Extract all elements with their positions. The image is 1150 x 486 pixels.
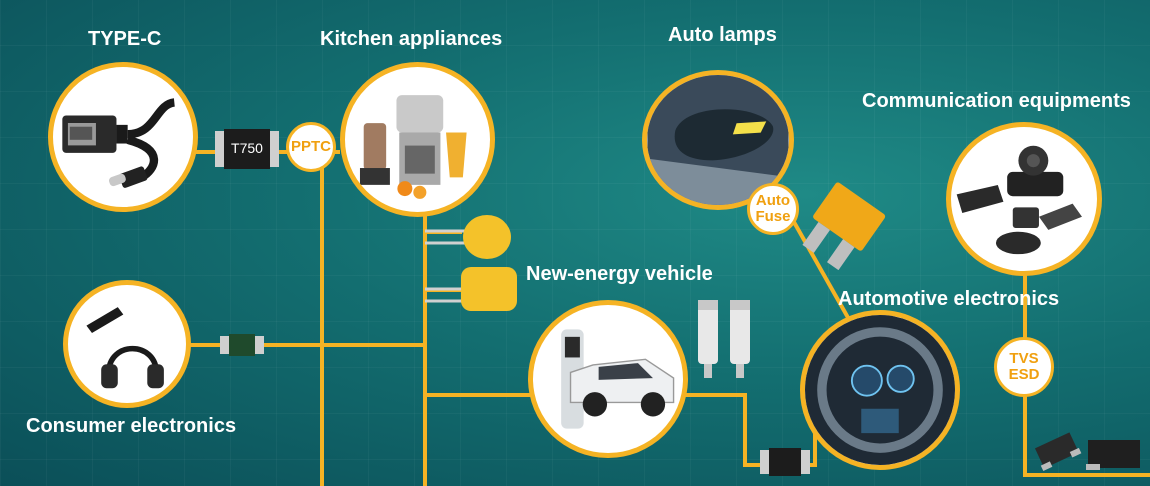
new-energy-vehicle-circle xyxy=(528,300,688,458)
label-consumer-electronics: Consumer electronics xyxy=(26,415,237,437)
varistor-icon xyxy=(425,213,515,263)
tvs-diode-icon xyxy=(1030,420,1145,480)
kitchen-appliances-circle xyxy=(340,62,495,217)
label-automotive-electronics: Automotive electronics xyxy=(838,288,1060,310)
juicer-appliance-icon xyxy=(359,95,467,199)
label-type-c: TYPE-C xyxy=(88,28,162,50)
label-new-energy-vehicle: New-energy vehicle xyxy=(526,263,713,285)
type-c-circle xyxy=(48,62,198,212)
communication-equipments-circle xyxy=(946,122,1102,276)
smd-fuse-icon xyxy=(220,334,264,356)
bluetooth-headset-icon xyxy=(86,307,164,389)
ev-charging-car-icon xyxy=(561,329,675,429)
automotive-electronics-circle xyxy=(800,310,960,470)
pptc-tag: PPTC xyxy=(286,122,336,172)
smd-fuse-marking: T750 xyxy=(231,140,263,156)
car-dashboard-icon xyxy=(805,315,955,465)
cartridge-fuse-icon xyxy=(690,292,760,384)
auto-fuse-label-line1: Auto xyxy=(755,192,791,210)
label-communication-equipments: Communication equipments xyxy=(862,90,1131,112)
tvs-label: TVS xyxy=(1009,350,1039,368)
tvs-esd-tag: TVS ESD xyxy=(994,337,1054,397)
smd-fuse-icon xyxy=(760,448,810,476)
consumer-electronics-circle xyxy=(63,280,191,408)
auto-blade-fuse-icon xyxy=(795,180,890,271)
smd-fuse-icon xyxy=(215,129,279,169)
auto-fuse-tag: Auto Fuse xyxy=(747,183,799,235)
usb-type-c-cable-icon xyxy=(62,98,176,188)
video-conference-device-icon xyxy=(956,145,1082,255)
label-auto-lamps: Auto lamps xyxy=(668,24,777,46)
auto-fuse-label-line2: Fuse xyxy=(755,208,791,225)
esd-label: ESD xyxy=(1008,366,1040,383)
varistor-icon xyxy=(425,265,520,315)
label-kitchen-appliances: Kitchen appliances xyxy=(320,28,503,50)
